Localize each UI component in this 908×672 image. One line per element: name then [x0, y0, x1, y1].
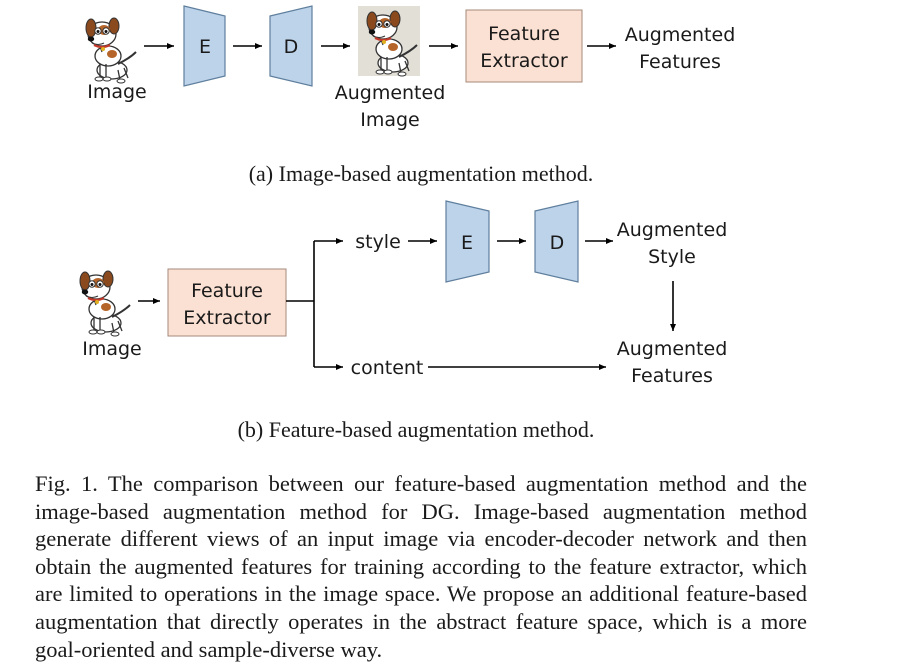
figure-caption: Fig. 1.The comparison between our featur… — [35, 470, 807, 663]
b-image-label: Image — [82, 338, 142, 360]
figure-caption-label: Fig. 1. — [35, 471, 98, 496]
b-output-label-2: Features — [631, 365, 713, 387]
b-extractor-label-1: Feature — [191, 280, 263, 302]
b-subcaption: (b) Feature-based augmentation method. — [238, 417, 595, 442]
a-feature-extractor-box — [465, 9, 583, 83]
a-extractor-label-2: Extractor — [480, 50, 568, 72]
a-subcaption: (a) Image-based augmentation method. — [249, 161, 594, 186]
b-augmented-style-label-2: Style — [648, 246, 696, 268]
a-image-label: Image — [87, 81, 147, 103]
b-decoder-block — [534, 200, 579, 283]
b-style-label: style — [355, 231, 401, 253]
a-decoder-label: D — [284, 36, 299, 58]
figure-caption-text: The comparison between our feature-based… — [35, 471, 807, 662]
b-decoder-label: D — [550, 232, 565, 254]
b-extractor-label-2: Extractor — [183, 307, 271, 329]
a-decoder-block — [269, 5, 313, 87]
a-encoder-label: E — [199, 36, 211, 58]
b-content-label: content — [351, 357, 424, 379]
b-encoder-block — [445, 200, 490, 283]
b-output-label-1: Augmented — [617, 338, 728, 360]
figure-diagram: Image E D Augmented Image Feature Extrac… — [78, 5, 736, 442]
a-encoder-block — [183, 5, 226, 87]
a-output-label-1: Augmented — [625, 24, 736, 46]
dog-image-icon — [84, 16, 138, 85]
b-encoder-label: E — [461, 232, 473, 254]
a-output-label-2: Features — [639, 51, 721, 73]
a-augmented-image-label-2: Image — [360, 109, 420, 131]
dog-image-icon — [78, 269, 132, 338]
b-feature-extractor-box — [167, 268, 287, 337]
a-augmented-image-label-1: Augmented — [335, 82, 446, 104]
b-augmented-style-label-1: Augmented — [617, 219, 728, 241]
a-extractor-label-1: Feature — [488, 23, 560, 45]
